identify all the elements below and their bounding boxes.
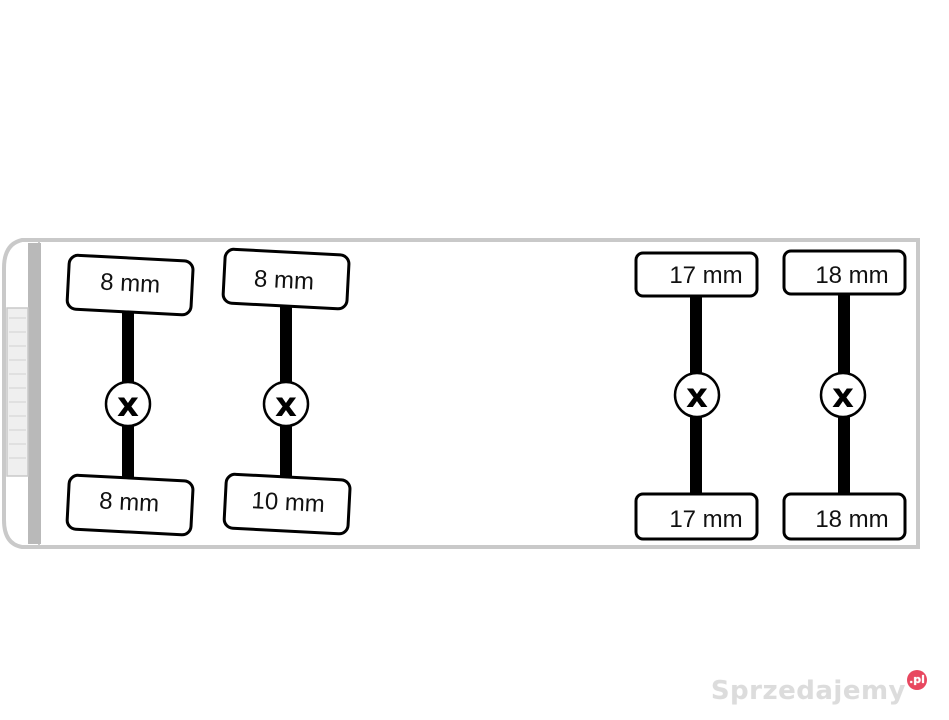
differential-x-mark: x — [275, 385, 297, 425]
tire-label-front-4: 18 mm — [815, 262, 888, 289]
differential-x-mark: x — [832, 376, 854, 416]
axle-3: 17 mm 17 mm x — [634, 251, 759, 541]
differential-circle — [104, 380, 152, 428]
differential-x-mark: x — [117, 385, 139, 425]
tire-label-front-1: 8 mm — [100, 269, 161, 299]
tire-front-4: 18 mm — [782, 249, 907, 296]
tire-label-rear-4: 18 mm — [815, 506, 888, 533]
watermark-badge: .pl — [907, 670, 927, 690]
differential-circle — [262, 380, 310, 428]
axle-4: 18 mm 18 mm x — [782, 249, 907, 541]
tire-label-front-3: 17 mm — [669, 262, 742, 289]
tire-rear-2: 10 mm — [222, 472, 352, 536]
tire-rear-4: 18 mm — [782, 492, 907, 541]
tire-front-1: 8 mm — [65, 253, 195, 317]
tire-label-rear-1: 8 mm — [99, 487, 160, 517]
differential-circle — [673, 371, 721, 419]
sprzedajemy-watermark: Sprzedajemy .pl — [710, 670, 927, 706]
cab-window — [6, 307, 29, 477]
tire-label-rear-3: 17 mm — [669, 506, 742, 533]
tire-label-rear-2: 10 mm — [251, 487, 326, 518]
cab-divider — [28, 243, 41, 544]
tire-rear-3: 17 mm — [634, 492, 759, 541]
tire-front-2: 8 mm — [221, 247, 351, 311]
tire-front-3: 17 mm — [634, 251, 759, 298]
differential-circle — [819, 371, 867, 419]
axle-2: 8 mm 10 mm x — [221, 247, 352, 536]
watermark-text: Sprzedajemy — [710, 676, 906, 706]
axle-1: 8 mm 8 mm x — [65, 253, 195, 537]
differential-x-mark: x — [686, 376, 708, 416]
tire-label-front-2: 8 mm — [253, 265, 314, 295]
tire-rear-1: 8 mm — [65, 473, 195, 537]
